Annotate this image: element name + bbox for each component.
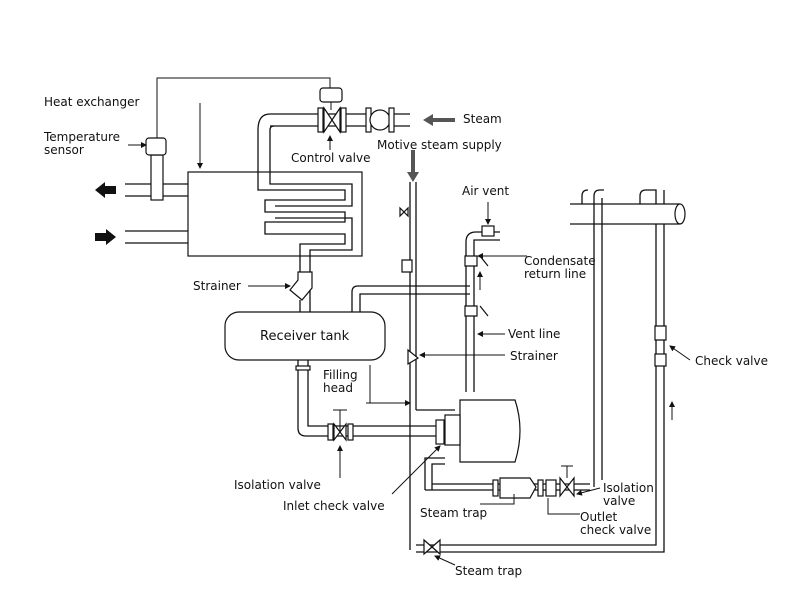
label-vent-line: Vent line xyxy=(508,327,561,341)
label-condensate-return-line: Condensate return line xyxy=(524,254,596,281)
air-vent xyxy=(481,225,495,237)
pump-outlet-pipe xyxy=(424,457,590,491)
isolation-valve-right xyxy=(559,476,575,498)
heat-exchanger xyxy=(187,171,363,257)
receiver-tank xyxy=(224,311,386,361)
inline-strainer xyxy=(407,348,420,366)
control-valve-flange-r xyxy=(340,107,347,133)
coil-pipe xyxy=(257,130,353,275)
control-valve-actuator xyxy=(319,87,343,103)
label-steam-trap-bottom: Steam trap xyxy=(455,564,523,578)
vent-line-pipe xyxy=(465,231,500,392)
label-temperature-sensor: Temperature sensor xyxy=(44,130,121,157)
label-control-valve: Control valve xyxy=(291,151,371,165)
middle-steam-trap xyxy=(499,477,537,499)
label-motive-steam-supply: Motive steam supply xyxy=(377,138,502,152)
pump-trap-body xyxy=(459,399,521,463)
arrow-out-icon xyxy=(95,182,116,198)
check-valve xyxy=(654,325,667,341)
motive-valve-2 xyxy=(401,259,413,273)
label-steam: Steam xyxy=(463,112,502,126)
sensor-well xyxy=(150,154,164,201)
label-strainer-right: Strainer xyxy=(510,349,558,363)
tank-vent-pipe xyxy=(351,285,470,312)
outlet-check-valve xyxy=(545,479,557,497)
label-strainer-left: Strainer xyxy=(193,279,241,293)
y-strainer xyxy=(289,271,313,301)
steam-flow-arrow-icon xyxy=(423,114,455,126)
steam-strainer-flange-r xyxy=(388,107,395,133)
condensate-return-line xyxy=(570,203,680,225)
label-heat-exchanger: Heat exchanger xyxy=(44,95,140,109)
label-check-valve: Check valve xyxy=(695,354,769,368)
inlet-check-valve xyxy=(435,419,445,445)
label-inlet-check-valve: Inlet check valve xyxy=(283,499,385,513)
motive-steam-arrow-icon xyxy=(407,150,419,182)
sensor-signal-wire xyxy=(156,77,331,140)
coil-top-bend xyxy=(257,113,275,131)
label-air-vent: Air vent xyxy=(462,184,510,198)
label-isolation-valve-right: Isolation valve xyxy=(603,481,654,508)
motive-valve xyxy=(399,206,409,218)
label-filling-head: Filling head xyxy=(323,368,358,395)
steam-strainer xyxy=(369,109,391,131)
label-steam-trap-middle: Steam trap xyxy=(420,506,488,520)
label-receiver-tank: Receiver tank xyxy=(260,329,350,344)
control-valve-flange-l xyxy=(317,107,324,133)
motive-steam-pipe xyxy=(409,182,417,550)
temperature-sensor xyxy=(145,137,167,156)
arrow-in-icon xyxy=(95,229,116,245)
label-isolation-valve-left: Isolation valve xyxy=(234,478,321,492)
label-outlet-check-valve: Outlet check valve xyxy=(580,510,652,537)
outlet-riser xyxy=(593,189,604,487)
hx-inlet-pipe xyxy=(125,230,188,244)
bottom-steam-trap xyxy=(423,538,441,556)
tank-outlet-pipe xyxy=(297,360,440,437)
control-valve-body xyxy=(323,106,341,134)
